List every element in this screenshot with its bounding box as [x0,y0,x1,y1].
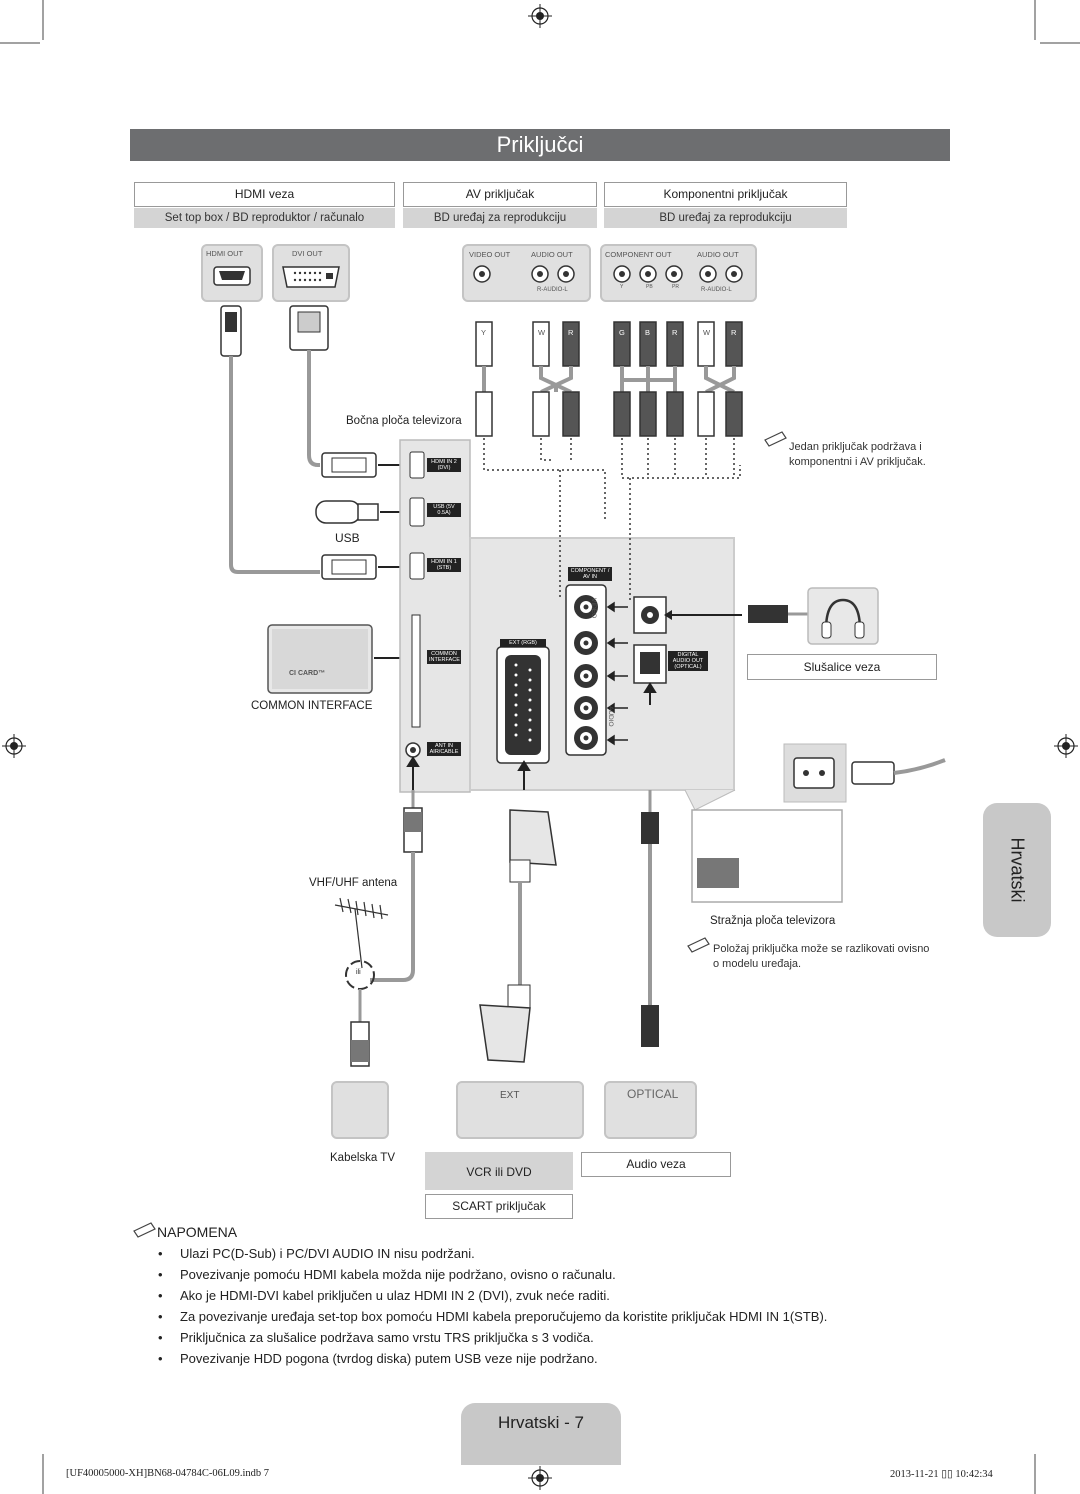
dvi-out-label: DVI OUT [292,249,323,258]
subheader-hdmi: Set top box / BD reproduktor / računalo [134,208,395,228]
side-tab-label: Hrvatski [1007,837,1028,903]
cable-tv-label: Kabelska TV [330,1152,395,1164]
list-item: Povezivanje HDD pogona (tvrdog diska) pu… [158,1348,918,1369]
rear-panel-label: Stražnja ploča televizora [710,915,836,927]
header-component: Komponentni priključak [604,182,847,207]
plug-letter-w2: W [703,328,711,337]
hdmi-out-panel [201,244,263,302]
audio-link-label: Audio veza [581,1152,731,1177]
napomena-title: NAPOMENA [157,1224,238,1240]
plug-letter-b: B [645,328,651,337]
hdmi-in2-label: HDMI IN 2 (DVI) [427,458,461,472]
component-out-label: COMPONENT OUT [605,250,672,259]
vcr-dvd-label: VCR ili DVD [425,1152,573,1190]
ext-rgb-label: EXT (RGB) [500,639,546,647]
footer-timestamp: 2013-11-21 ▯▯ 10:42:34 [890,1469,993,1480]
note-line: o modelu uređaja. [713,958,802,970]
registration-mark-icon [528,4,552,28]
subheader-av: BD uređaj za reprodukciju [403,208,597,228]
notes-list: Ulazi PC(D-Sub) i PC/DVI AUDIO IN nisu p… [158,1243,918,1369]
header-hdmi: HDMI veza [134,182,395,207]
hdmi-in1-label: HDMI IN 1 (STB) [427,558,461,572]
note-line: Položaj priključka može se razlikovati o… [713,943,930,955]
list-item: Ulazi PC(D-Sub) i PC/DVI AUDIO IN nisu p… [158,1243,918,1264]
page-title: Priključci [130,129,950,161]
ant-in-label: ANT IN AIR/CABLE [427,742,461,756]
plug-letter-y: Y [481,328,487,337]
digital-audio-out-label: DIGITAL AUDIO OUT (OPTICAL) [668,651,708,671]
hdmi-port-icon [213,266,251,286]
rca-jacks-component-icon [613,265,743,283]
cable-tv-panel [331,1081,389,1139]
note-line: Jedan priključak podržava i [789,441,922,453]
plug-letter-r3: R [731,328,737,337]
r-audio-l2-label: R-AUDIO-L [701,287,732,293]
plug-letter-w: W [538,328,546,337]
ili-label: ili [356,969,361,976]
subheader-component: BD uređaj za reprodukciju [604,208,847,228]
side-panel-label: Bočna ploča televizora [346,415,462,427]
ext-label: EXT [500,1090,520,1101]
list-item: Ako je HDMI-DVI kabel priključen u ulaz … [158,1285,918,1306]
header-av: AV priključak [403,182,597,207]
ext-panel [456,1081,584,1139]
scart-label: SCART priključak [425,1194,573,1219]
component-av-in-label: COMPONENT / AV IN [568,567,612,581]
optical-label: OPTICAL [627,1087,679,1101]
video-out-label: VIDEO OUT [469,250,511,259]
usb-port-label: USB (5V 0.5A) [427,503,461,517]
audio-out-label: AUDIO OUT [531,250,573,259]
registration-mark-icon [1054,734,1078,758]
list-item: Za povezivanje uređaja set-top box pomoć… [158,1306,918,1327]
list-item: Priključnica za slušalice podržava samo … [158,1327,918,1348]
headphones-label: Slušalice veza [747,654,937,680]
video-label: VIDEO [590,598,597,619]
plug-letter-g: G [619,328,625,337]
registration-mark-icon [2,734,26,758]
audio-label: AUDIO [607,706,614,727]
language-side-tab: Hrvatski [983,803,1051,937]
ci-card-label: CI CARD™ [289,670,326,677]
note-component-av: Jedan priključak podržava i komponentni … [789,440,926,470]
usb-label: USB [335,531,360,545]
audio-out2-label: AUDIO OUT [697,250,739,259]
dvi-port-icon [282,266,340,288]
page-number-tab: Hrvatski - 7 [461,1403,621,1465]
rca-jacks-av-icon [473,265,575,283]
common-interface-port-label: COMMON INTERFACE [427,650,461,664]
list-item: Povezivanje pomoću HDMI kabela možda nij… [158,1264,918,1285]
plug-letter-r2: R [672,328,678,337]
common-interface-label: COMMON INTERFACE [251,700,373,712]
optical-panel [604,1081,697,1139]
r-audio-l-label: R-AUDIO-L [537,287,568,293]
footer-file-info: [UF40005000-XH]BN68-04784C-06L09.indb 7 [66,1468,269,1479]
pr-label: PR [672,284,679,290]
y-label: Y [620,284,624,290]
note-line: komponentni i AV priključak. [789,456,926,468]
pb-label: PB [646,284,653,290]
registration-mark-icon [528,1466,552,1490]
note-position: Položaj priključka može se razlikovati o… [713,942,929,972]
plug-letter-r: R [568,328,574,337]
hdmi-out-label: HDMI OUT [206,249,244,258]
antenna-label: VHF/UHF antena [309,877,398,889]
